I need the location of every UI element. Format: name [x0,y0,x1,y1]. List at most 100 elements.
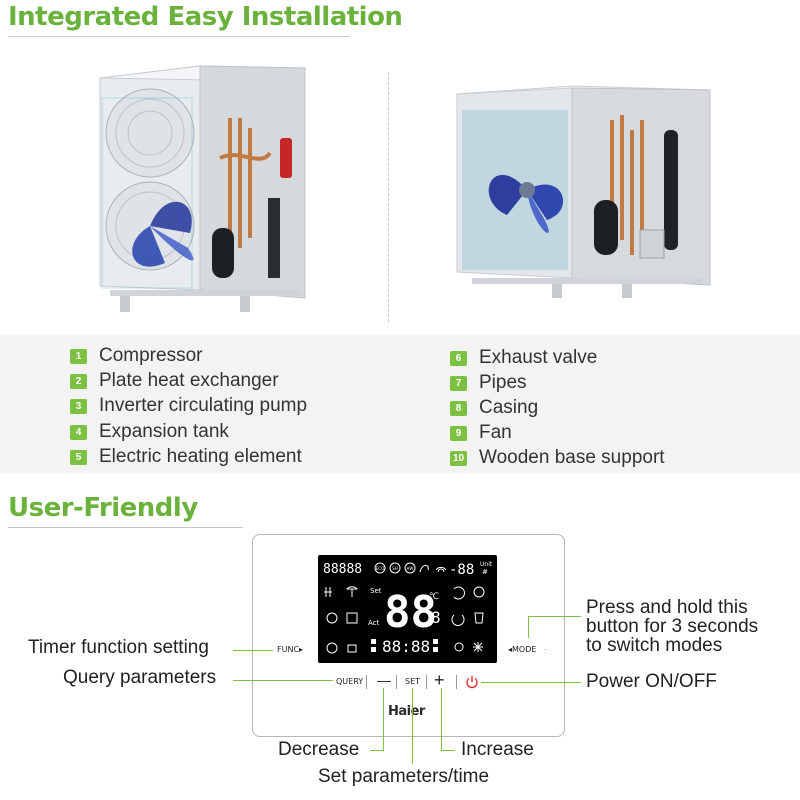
lcd-big-digits: 88 [384,587,437,638]
callout-decrease: Decrease [278,739,360,760]
legend-item: 8 Casing [450,396,665,420]
legend-item: 6 Exhaust valve [450,346,665,370]
legend-label: Plate heat exchanger [99,370,279,391]
user-friendly-title: User-Friendly [8,493,198,523]
legend-label: Wooden base support [479,447,665,468]
lcd-small-digit: 8 [431,608,441,627]
legend-item: 4 Expansion tank [70,420,307,444]
component-legend-right: 6 Exhaust valve 7 Pipes 8 Casing 9 Fan 1… [450,346,665,470]
legend-number-badge: 3 [70,398,87,414]
legend-item: 5 Electric heating element [70,445,307,469]
heat-icon [324,587,332,597]
lcd-time-digits: 88:88 [382,637,430,656]
lcd-mini-indicator [433,647,438,652]
legend-item: 9 Fan [450,421,665,445]
alarm-clock-icon [326,642,338,654]
callout-set-parameters: Set parameters/time [318,766,490,787]
component-legend-band [0,335,800,473]
callout-mode-line-1: Press and hold this [586,597,748,618]
user-friendly-title-underline [8,527,243,528]
lcd-unit-hash: # [482,568,488,576]
lcd-round-icons: ECO SH HW [374,562,429,574]
installation-title-underline [8,36,350,37]
mode-button[interactable]: ◂MODE [508,645,537,654]
illustration-divider [388,72,389,322]
lcd-top-right-digits: -88 [449,562,474,578]
legend-label: Exhaust valve [479,347,598,368]
callout-line-set [412,688,413,764]
button-separator [366,675,367,689]
button-separator [396,675,397,689]
callout-line-decrease-horizontal [370,750,384,751]
defrost-icon [346,612,358,624]
gear-icon [326,612,338,624]
func-button[interactable]: FUNC▸ [277,645,304,654]
legend-number-badge: 6 [450,350,467,366]
callout-mode-line-2: button for 3 seconds [586,616,759,637]
callout-line-decrease-vertical [383,688,384,750]
haier-logo: Haier [388,704,425,719]
button-separator [456,675,457,689]
set-button[interactable]: SET [405,677,421,686]
heat-pump-left-illustration [99,65,306,312]
callout-line-timer [233,650,273,651]
umbrella-icon [345,586,359,597]
callout-mode-description: Press and hold this button for 3 seconds… [586,598,758,655]
lcd-act-label: Act [368,619,380,627]
legend-label: Inverter circulating pump [99,395,308,416]
legend-label: Compressor [99,345,203,366]
callout-query-parameters: Query parameters [63,667,217,688]
refresh-icon [451,614,465,626]
lcd-round-icon-hw: HW [407,566,414,571]
legend-number-badge: 2 [70,373,87,389]
heat-pump-right-illustration [456,85,711,298]
gauge-icon [453,586,465,600]
legend-number-badge: 7 [450,375,467,391]
wifi-icon [435,566,447,573]
legend-number-badge: 4 [70,424,87,440]
lcd-round-icon-eco: ECO [376,566,384,571]
legend-label: Electric heating element [99,446,302,467]
callout-line-mode-vertical [528,616,529,638]
callout-timer-function: Timer function setting [28,637,209,658]
sun-icon [454,642,464,652]
legend-number-badge: 9 [450,425,467,441]
power-button-icon[interactable] [465,675,479,689]
lcd-celsius: ℃ [429,592,439,602]
shield-icon [474,612,484,624]
lcd-top-digits: 88888 [323,562,362,577]
legend-item: 2 Plate heat exchanger [70,369,307,393]
increase-button[interactable]: + [434,670,445,690]
lcd-graphics: 88888 ECO SH HW -88 Unit # Set Act 88 ℃ … [323,561,493,656]
legend-number-badge: 8 [450,400,467,416]
callout-line-mode-horizontal [528,616,581,617]
callout-increase: Increase [461,739,534,760]
legend-item: 1 Compressor [70,344,307,368]
decrease-button[interactable]: — [377,672,391,688]
timer-icon [473,586,485,598]
callout-line-power [481,682,581,683]
legend-label: Pipes [479,372,527,393]
callout-mode-line-3: to switch modes [586,635,723,656]
query-button[interactable]: QUERY [336,677,364,686]
callout-line-mode [545,649,546,650]
lcd-display: 88888 ECO SH HW -88 Unit # Set Act 88 ℃ … [318,555,497,663]
legend-item: 3 Inverter circulating pump [70,394,307,418]
callout-power: Power ON/OFF [586,671,717,692]
snowflake-icon [473,642,483,652]
leaf-icon [419,564,429,573]
legend-number-badge: 10 [450,450,467,466]
legend-number-badge: 1 [70,348,87,364]
lcd-round-icon-sh: SH [392,566,398,571]
lcd-set-label: Set [370,587,382,595]
button-separator [426,675,427,689]
component-legend-left: 1 Compressor 2 Plate heat exchanger 3 In… [70,344,307,469]
callout-line-increase-vertical [441,688,442,750]
callout-line-query [233,680,333,681]
lock-icon [347,644,357,653]
legend-item: 10 Wooden base support [450,446,665,470]
installation-title: Integrated Easy Installation [8,2,403,32]
callout-line-increase-horizontal [441,750,455,751]
lcd-mini-indicator [371,639,376,644]
legend-label: Fan [479,422,512,443]
